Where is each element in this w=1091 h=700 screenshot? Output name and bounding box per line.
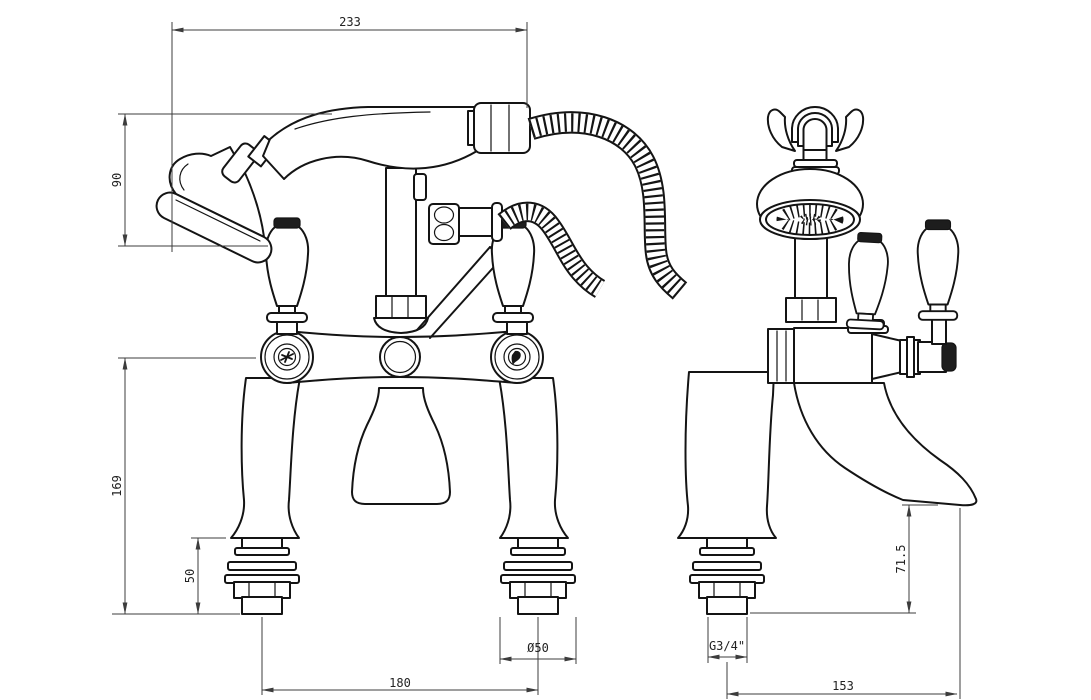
side-leg: [677, 371, 777, 539]
side-handset-bell: [756, 168, 864, 240]
spray-face-icon: [776, 203, 844, 236]
body-hex-nut: [767, 328, 795, 384]
cold-valve: [490, 330, 544, 384]
cradle-mound: [373, 317, 429, 334]
side-view: [677, 106, 978, 615]
side-spout: [793, 382, 978, 507]
cradle-column: [385, 167, 417, 299]
dim-overall-width: 233: [339, 15, 361, 29]
side-handset-tube: [794, 227, 828, 301]
dim-spout-clearance: 71.5: [894, 545, 908, 574]
front-right-leg: [498, 377, 569, 539]
dim-deck-height: 169: [110, 475, 124, 497]
hot-handle: [264, 217, 310, 323]
handset-grip: [262, 106, 478, 180]
diverter-outlet-tube: [416, 246, 502, 339]
hot-valve: [260, 330, 314, 384]
dim-handset-height: 90: [110, 173, 124, 187]
dim-shank-length: 50: [183, 569, 197, 583]
side-lever-handle: [844, 231, 891, 331]
hot-indicator-icon: [280, 351, 294, 363]
cradle-step: [413, 173, 427, 201]
side-cradle-bracket: [766, 106, 865, 175]
handset: [155, 102, 531, 264]
handset-face-plate: [155, 191, 273, 264]
front-left-leg: [230, 377, 301, 539]
handset-collar: [221, 142, 259, 184]
dim-base-diameter: Ø50: [527, 641, 549, 655]
hose-nut: [467, 102, 531, 154]
cold-indicator-icon: [511, 350, 521, 365]
dim-tap-centres: 180: [389, 676, 411, 690]
cradle-hex-nut: [375, 295, 427, 319]
right-shank: [500, 537, 576, 615]
side-body: [767, 327, 957, 384]
front-spout: [351, 387, 451, 505]
spout-hub: [379, 336, 421, 378]
left-shank: [224, 537, 300, 615]
shower-hose-stub: [497, 201, 606, 298]
front-view: [155, 102, 688, 615]
dim-spout-projection: 153: [832, 679, 854, 693]
hose-coupling: [428, 202, 503, 245]
dimensions: 233 90 169 50 Ø50 180 71.5 G3/4" 153: [110, 15, 961, 699]
shower-hose: [527, 111, 688, 300]
side-hex-nut: [785, 297, 837, 323]
side-shank: [689, 537, 765, 615]
dim-inlet-thread: G3/4": [709, 639, 745, 653]
side-rear-handle: [916, 219, 960, 321]
